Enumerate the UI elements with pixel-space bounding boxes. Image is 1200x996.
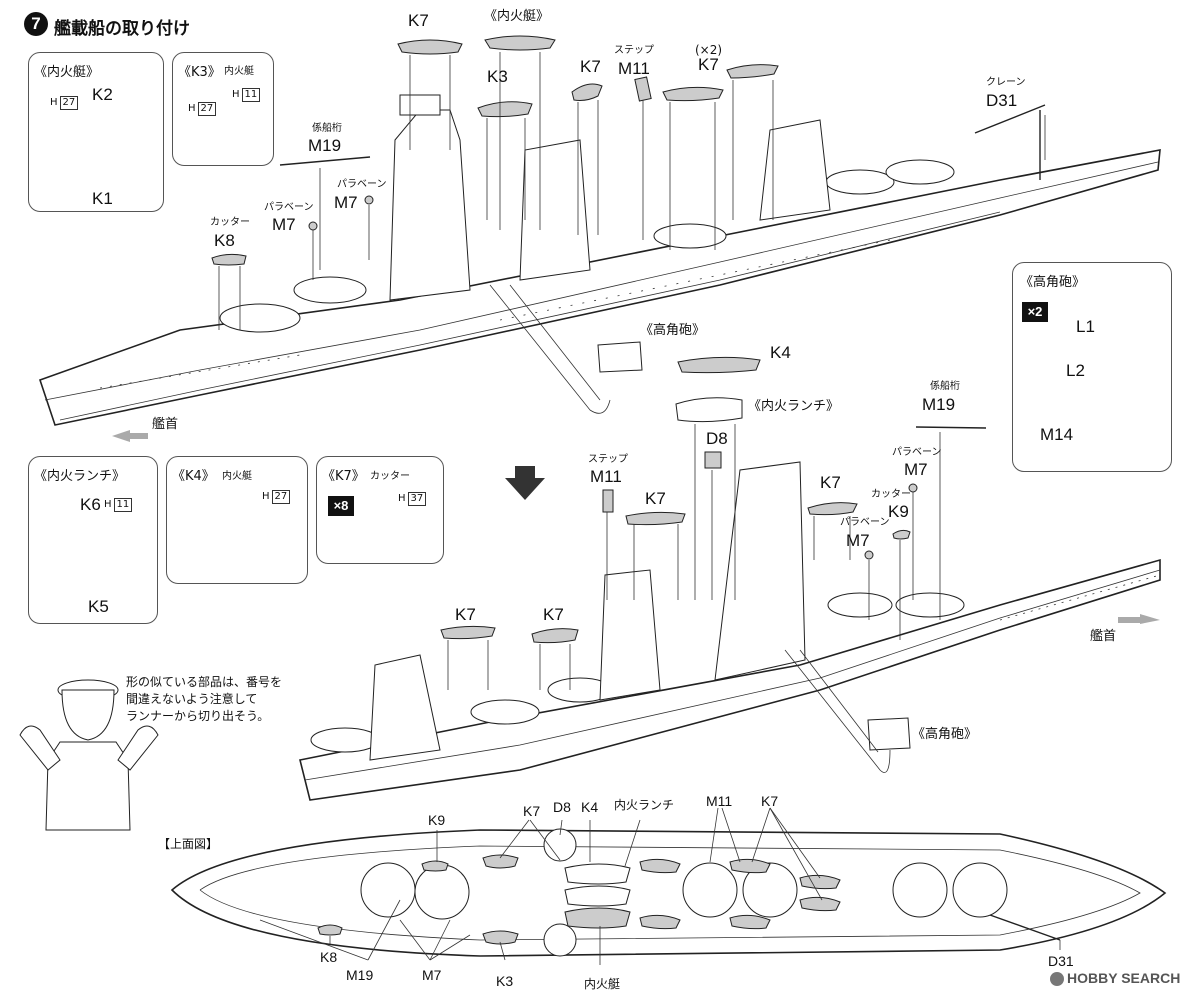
inset-k3 [172,52,274,166]
watermark: HOBBY SEARCH [1050,970,1180,987]
top-label-k4: K4 [581,799,599,815]
sailor-figure [19,679,159,831]
lower-label-keisen-jp: 係船桁 [930,381,960,392]
upper-label-k3: K3 [487,67,508,86]
top-label-launch: 内火ランチ [614,798,675,812]
upper-label-k7-c: K7 [698,55,719,74]
inset-aa-gun-title: 《高角砲》 [1020,275,1086,290]
upper-label-crane-jp: クレーン [986,77,1026,88]
upper-label-naikatei: 《内火艇》 [484,9,550,24]
tip-line-1: 形の似ている部品は、番号を [126,675,283,689]
top-label-k7-b: K7 [761,793,779,809]
top-label-k9: K9 [428,812,446,828]
upper-label-k8: K8 [214,231,235,250]
top-label-m19: M19 [346,967,374,983]
top-label-k7-a: K7 [523,803,541,819]
lower-label-bow: 艦首 [1090,629,1117,644]
inset-naikatei-title: 《内火艇》 [34,65,100,80]
inset-k7-subtitle: カッター [370,471,410,482]
top-label-naikatei: 内火艇 [584,977,621,991]
lower-label-k7-d: K7 [543,605,564,624]
lower-label-m11: M11 [590,467,622,486]
inset-naikatei-part-top: K2 [92,85,113,104]
watermark-logo-icon [1050,972,1064,987]
upper-label-k7-b: K7 [580,57,601,76]
inset-aa-gun-mult: ×2 [1022,302,1048,322]
tip-line-2: 間違えないよう注意して [126,692,258,706]
top-label-d31: D31 [1048,953,1074,969]
lower-label-aa-gun: 《高角砲》 [912,727,978,742]
upper-label-m11: M11 [618,59,650,78]
upper-label-m7-a: M7 [272,215,296,234]
upper-label-paravane-jp-a: パラベーン [264,202,314,213]
lower-label-cutter-jp: カッター [871,489,911,500]
lower-label-step-jp: ステップ [588,454,628,465]
inset-k4-title: 《K4》 [172,469,215,484]
lower-label-m7-b: M7 [846,531,870,550]
lower-label-k9: K9 [888,502,909,521]
lower-label-m7-a: M7 [904,460,928,479]
lower-label-k7-a: K7 [645,489,666,508]
tip-line-3: ランナーから切り出そう。 [126,709,270,723]
inset-aa-part-l1: L1 [1076,317,1095,336]
upper-label-x2: (×2) [695,43,723,57]
upper-label-step-jp: ステップ [614,45,654,56]
top-label-k8: K8 [320,949,338,965]
top-label-d8: D8 [553,799,571,815]
upper-label-m19: M19 [308,136,342,155]
top-view-drawing [170,807,1167,965]
inset-launch-part-top: K6 [80,495,101,514]
top-label-k3: K3 [496,973,514,989]
inset-naikatei [28,52,164,212]
inset-naikatei-part-bottom: K1 [92,189,113,208]
upper-label-cutter-jp: カッター [210,217,250,228]
inset-k3-title: 《K3》 [178,65,221,80]
lower-label-paravane-jp-a: パラベーン [892,447,942,458]
lower-callout-parts [440,356,987,773]
top-label-m7: M7 [422,967,442,983]
step-title: 艦載船の取り付け [54,19,190,39]
upper-label-m7-b: M7 [334,193,358,212]
inset-aa-gun [1012,262,1172,472]
inset-k7-title: 《K7》 [322,469,365,484]
lower-label-k7-b: K7 [820,473,841,492]
upper-label-aa-gun: 《高角砲》 [640,323,706,338]
lower-label-m19: M19 [922,395,956,414]
upper-label-k7-a: K7 [408,11,429,30]
inset-launch [28,456,158,624]
inset-aa-part-l2: L2 [1066,361,1085,380]
inset-launch-title: 《内火ランチ》 [34,469,126,484]
upper-callout-parts [211,35,1046,414]
lower-ship-drawing [299,461,1161,801]
top-label-m11: M11 [706,793,733,809]
inset-k4-subtitle: 内火艇 [222,471,252,482]
upper-label-k4: K4 [770,343,791,362]
upper-label-bow: 艦首 [152,417,179,432]
top-view-title: 【上面図】 [158,837,219,851]
lower-label-paravane-jp-b: パラベーン [840,517,890,528]
upper-label-paravane-jp-b: パラベーン [337,179,387,190]
lower-label-d8: D8 [706,429,728,448]
inset-k4 [166,456,308,584]
inset-launch-part-bottom: K5 [88,597,109,616]
upper-label-launch: 《内火ランチ》 [748,399,840,414]
upper-label-d31: D31 [986,91,1018,110]
step-number-badge: 7 [24,12,48,36]
upper-label-keisen-jp: 係船桁 [312,123,342,134]
inset-k7-mult: ×8 [328,496,354,516]
inset-k3-subtitle: 内火艇 [224,66,254,77]
lower-label-k7-c: K7 [455,605,476,624]
inset-aa-part-m14: M14 [1040,425,1074,444]
